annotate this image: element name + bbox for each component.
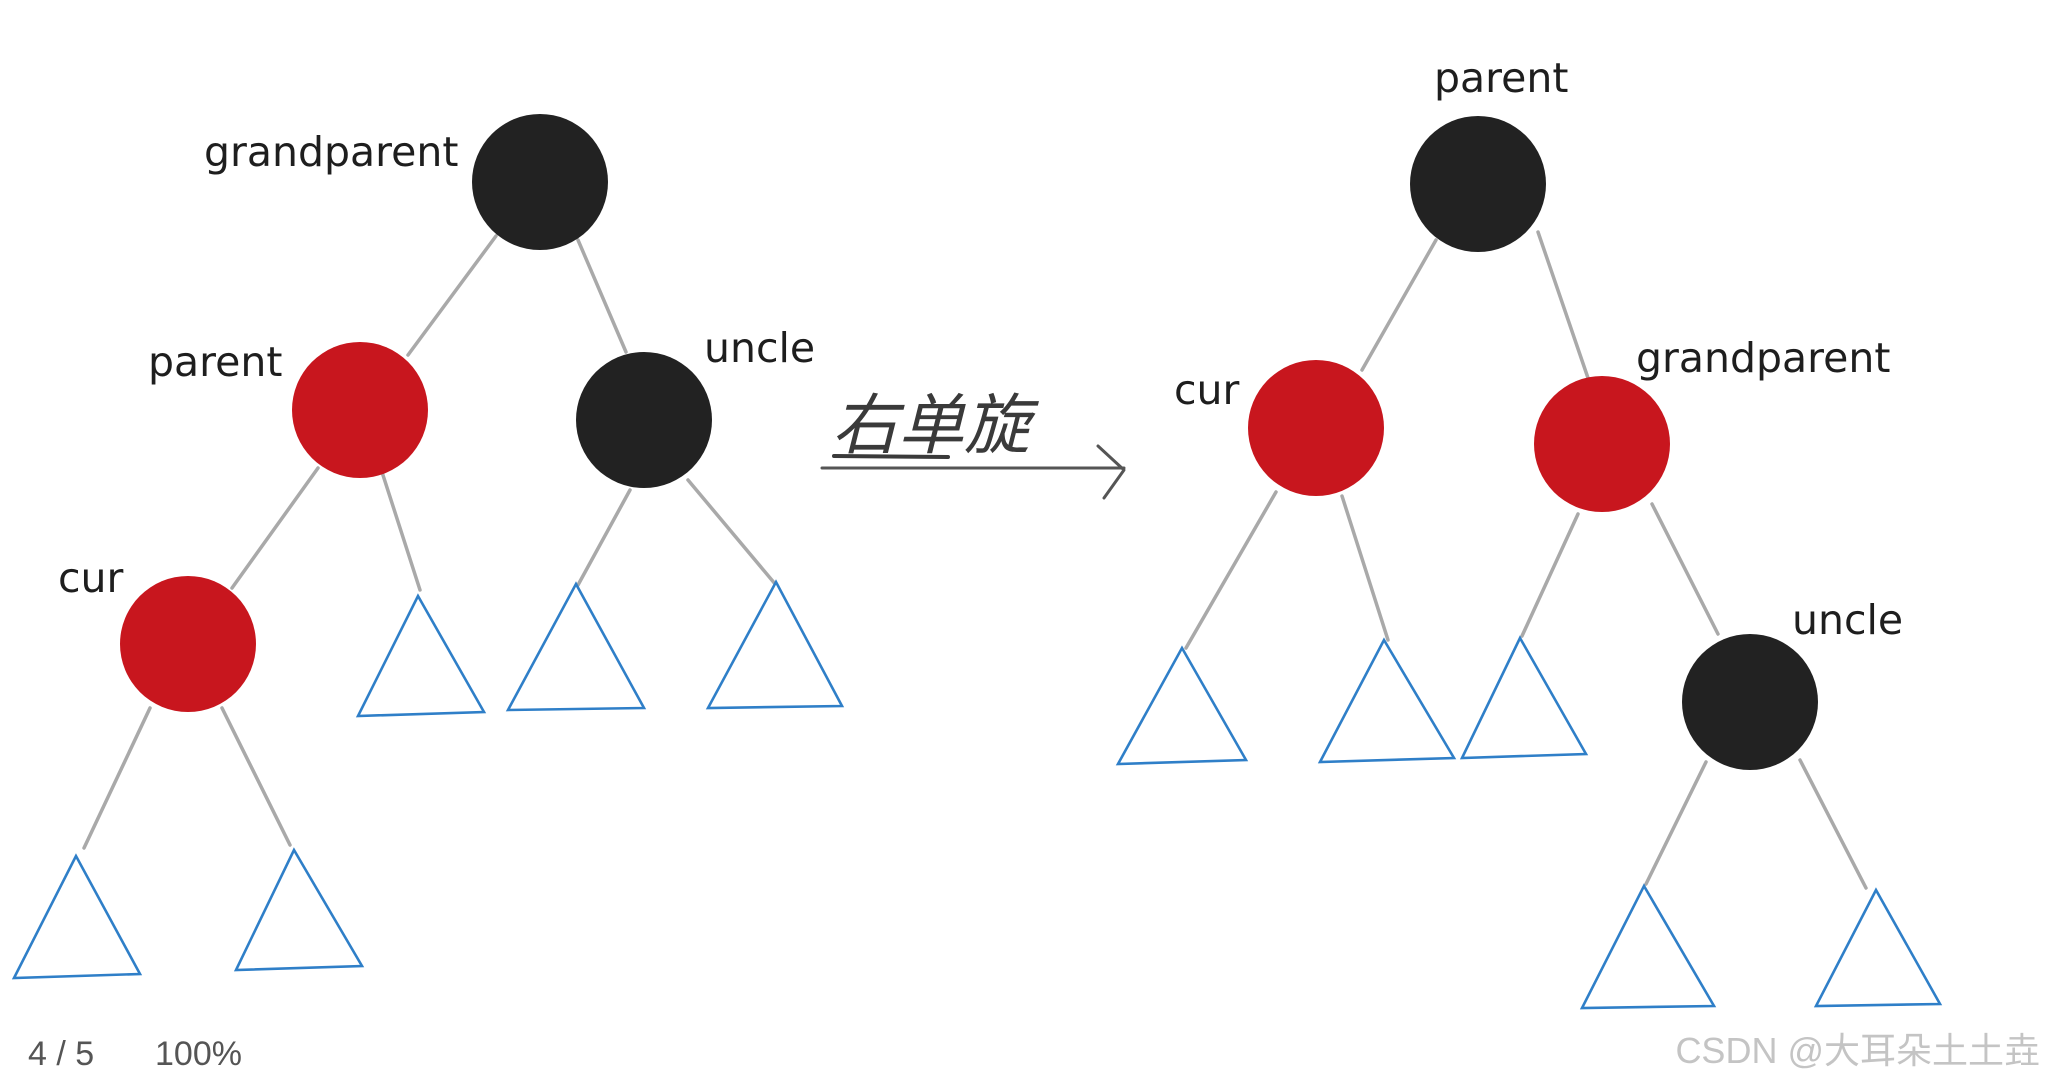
uncle-label: uncle bbox=[704, 324, 815, 372]
grandparent-label: grandparent bbox=[1636, 334, 1890, 382]
watermark: CSDN @大耳朵土土垚 bbox=[1675, 1030, 2040, 1071]
subtree-triangle bbox=[1813, 887, 1943, 1008]
subtree-triangle bbox=[1459, 635, 1589, 760]
uncle-label: uncle bbox=[1792, 596, 1903, 644]
subtree-triangle bbox=[355, 593, 487, 718]
edge-parent-grandparent bbox=[1536, 230, 1590, 380]
cur-node bbox=[120, 576, 256, 712]
edge-grandparent-parent bbox=[406, 234, 498, 357]
subtree-triangle bbox=[1317, 637, 1457, 764]
rotation-arrow: 右单旋 bbox=[820, 387, 1126, 500]
cur-node bbox=[1248, 360, 1384, 496]
page-indicator: 4 / 5 bbox=[28, 1035, 95, 1073]
subtree-triangle bbox=[705, 579, 845, 710]
zoom-indicator: 100% bbox=[155, 1035, 242, 1073]
cur-label: cur bbox=[1174, 366, 1240, 414]
parent-label: parent bbox=[1434, 54, 1568, 102]
edge-cur-subtree-right bbox=[220, 706, 292, 847]
edge-uncle-subtree-right bbox=[686, 478, 778, 587]
after-tree: parent cur grandparent uncle bbox=[1115, 54, 1943, 1010]
edge-parent-cur bbox=[230, 466, 320, 590]
edge-grandparent-subtree bbox=[1520, 512, 1580, 638]
uncle-node bbox=[1682, 634, 1818, 770]
edge-uncle-subtree-left bbox=[1644, 760, 1708, 886]
parent-node bbox=[292, 342, 428, 478]
uncle-node bbox=[576, 352, 712, 488]
before-tree: grandparent parent uncle cur bbox=[11, 114, 845, 980]
parent-label: parent bbox=[148, 338, 282, 386]
subtree-triangle bbox=[11, 853, 143, 980]
edge-parent-subtree bbox=[380, 470, 422, 592]
subtree-triangle bbox=[233, 847, 365, 972]
edge-grandparent-uncle bbox=[576, 238, 628, 354]
edge-uncle-subtree-right bbox=[1798, 758, 1868, 890]
grandparent-node bbox=[1534, 376, 1670, 512]
parent-node bbox=[1410, 116, 1546, 252]
subtree-triangle bbox=[1579, 883, 1717, 1010]
rotation-label: 右单旋 bbox=[832, 387, 1039, 464]
edge-grandparent-uncle bbox=[1650, 502, 1720, 636]
edge-cur-subtree-left bbox=[1184, 490, 1278, 650]
subtree-triangle bbox=[505, 581, 647, 712]
grandparent-label: grandparent bbox=[204, 128, 458, 176]
rotation-label-underline bbox=[832, 454, 950, 459]
edge-uncle-subtree-left bbox=[576, 488, 632, 587]
edge-cur-subtree-left bbox=[82, 706, 152, 850]
arrow-head-icon bbox=[1096, 444, 1126, 500]
cur-label: cur bbox=[58, 554, 124, 602]
grandparent-node bbox=[472, 114, 608, 250]
edge-cur-subtree-right bbox=[1340, 494, 1390, 642]
subtree-triangle bbox=[1115, 645, 1249, 766]
edge-parent-cur bbox=[1360, 238, 1438, 372]
